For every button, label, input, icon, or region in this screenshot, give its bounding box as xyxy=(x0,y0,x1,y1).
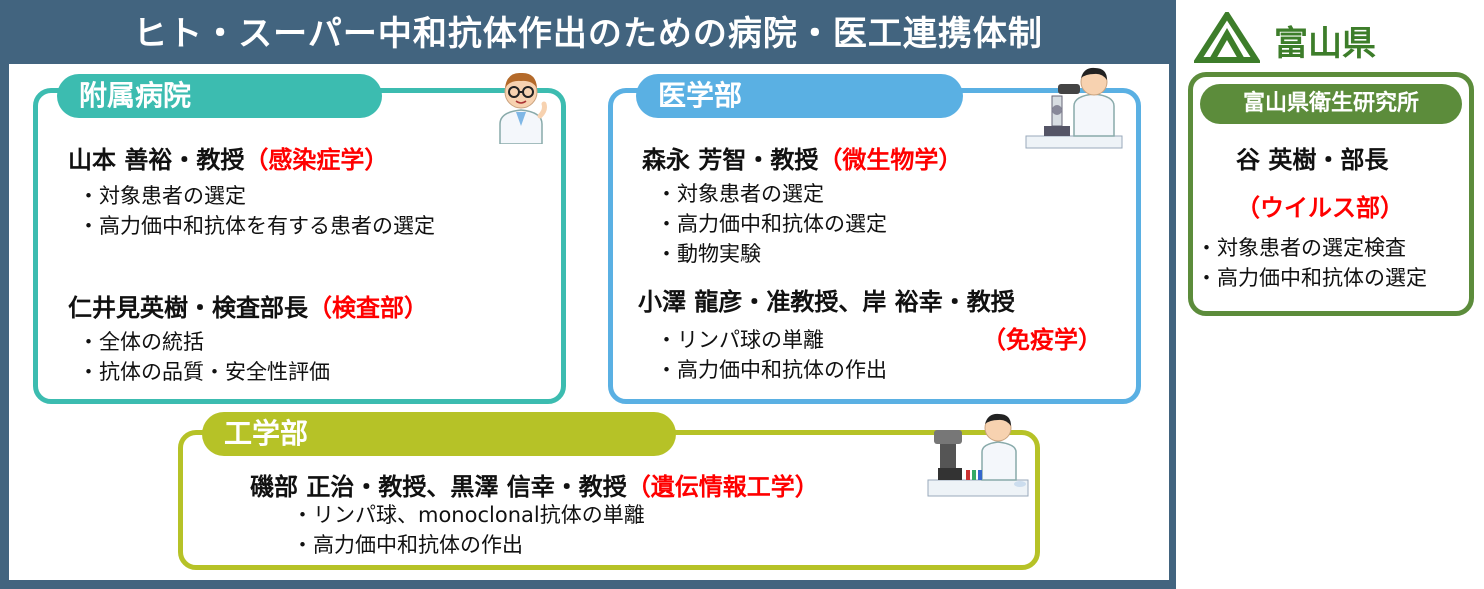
medical-tab-label: 医学部 xyxy=(636,74,963,118)
medical-person2-item: ・リンパ球の単離 xyxy=(656,328,824,352)
page-title: ヒト・スーパー中和抗体作出のための病院・医工連携体制 xyxy=(133,14,1043,54)
engineering-person-dept: （遺伝情報工学） xyxy=(626,473,819,501)
institute-item: ・対象患者の選定検査 xyxy=(1196,236,1406,260)
engineering-item: ・リンパ球、monoclonal抗体の単離 xyxy=(292,503,645,527)
engineering-person-name: 磯部 正治・教授、黒澤 信幸・教授（遺伝情報工学） xyxy=(250,473,819,501)
hospital-person2-dept: （検査部） xyxy=(308,294,428,322)
institute-person-name: 谷 英樹・部長 xyxy=(1236,146,1389,174)
institute-dept: （ウイルス部） xyxy=(1236,194,1404,222)
institute-tab-label: 富山県衛生研究所 xyxy=(1200,84,1462,124)
hospital-person2-item: ・抗体の品質・安全性評価 xyxy=(78,360,330,384)
medical-person1-dept: （微生物学） xyxy=(818,146,963,174)
medical-person1-item: ・高力価中和抗体の選定 xyxy=(656,212,887,236)
hospital-person1-item: ・対象患者の選定 xyxy=(78,184,246,208)
prefecture-name: 富山県 xyxy=(1274,24,1376,64)
hospital-person1-dept: （感染症学） xyxy=(244,146,389,174)
hospital-person2-name: 仁井見英樹・検査部長（検査部） xyxy=(68,294,428,322)
toyama-prefecture-logo-icon xyxy=(1194,12,1260,63)
medical-person1-name: 森永 芳智・教授（微生物学） xyxy=(642,146,963,174)
hospital-box xyxy=(33,88,566,404)
hospital-tab-label: 附属病院 xyxy=(57,74,382,118)
hospital-person2-item: ・全体の統括 xyxy=(78,330,204,354)
medical-person1-item: ・対象患者の選定 xyxy=(656,182,824,206)
engineering-item: ・高力価中和抗体の作出 xyxy=(292,533,523,557)
medical-person2-dept: （免疫学） xyxy=(982,326,1102,354)
medical-person2-name: 小澤 龍彦・准教授、岸 裕幸・教授 xyxy=(638,288,1015,316)
medical-person2-item: ・高力価中和抗体の作出 xyxy=(656,358,887,382)
lab-scientist-icon xyxy=(927,413,1029,497)
hospital-person1-name: 山本 善裕・教授（感染症学） xyxy=(68,146,389,174)
medical-person1-item: ・動物実験 xyxy=(656,242,761,266)
institute-item: ・高力価中和抗体の選定 xyxy=(1196,266,1427,290)
engineering-tab-label: 工学部 xyxy=(202,412,676,456)
doctor-illustration-icon xyxy=(499,72,547,144)
hospital-person1-item: ・高力価中和抗体を有する患者の選定 xyxy=(78,214,435,238)
researcher-microscope-icon xyxy=(1025,67,1123,149)
